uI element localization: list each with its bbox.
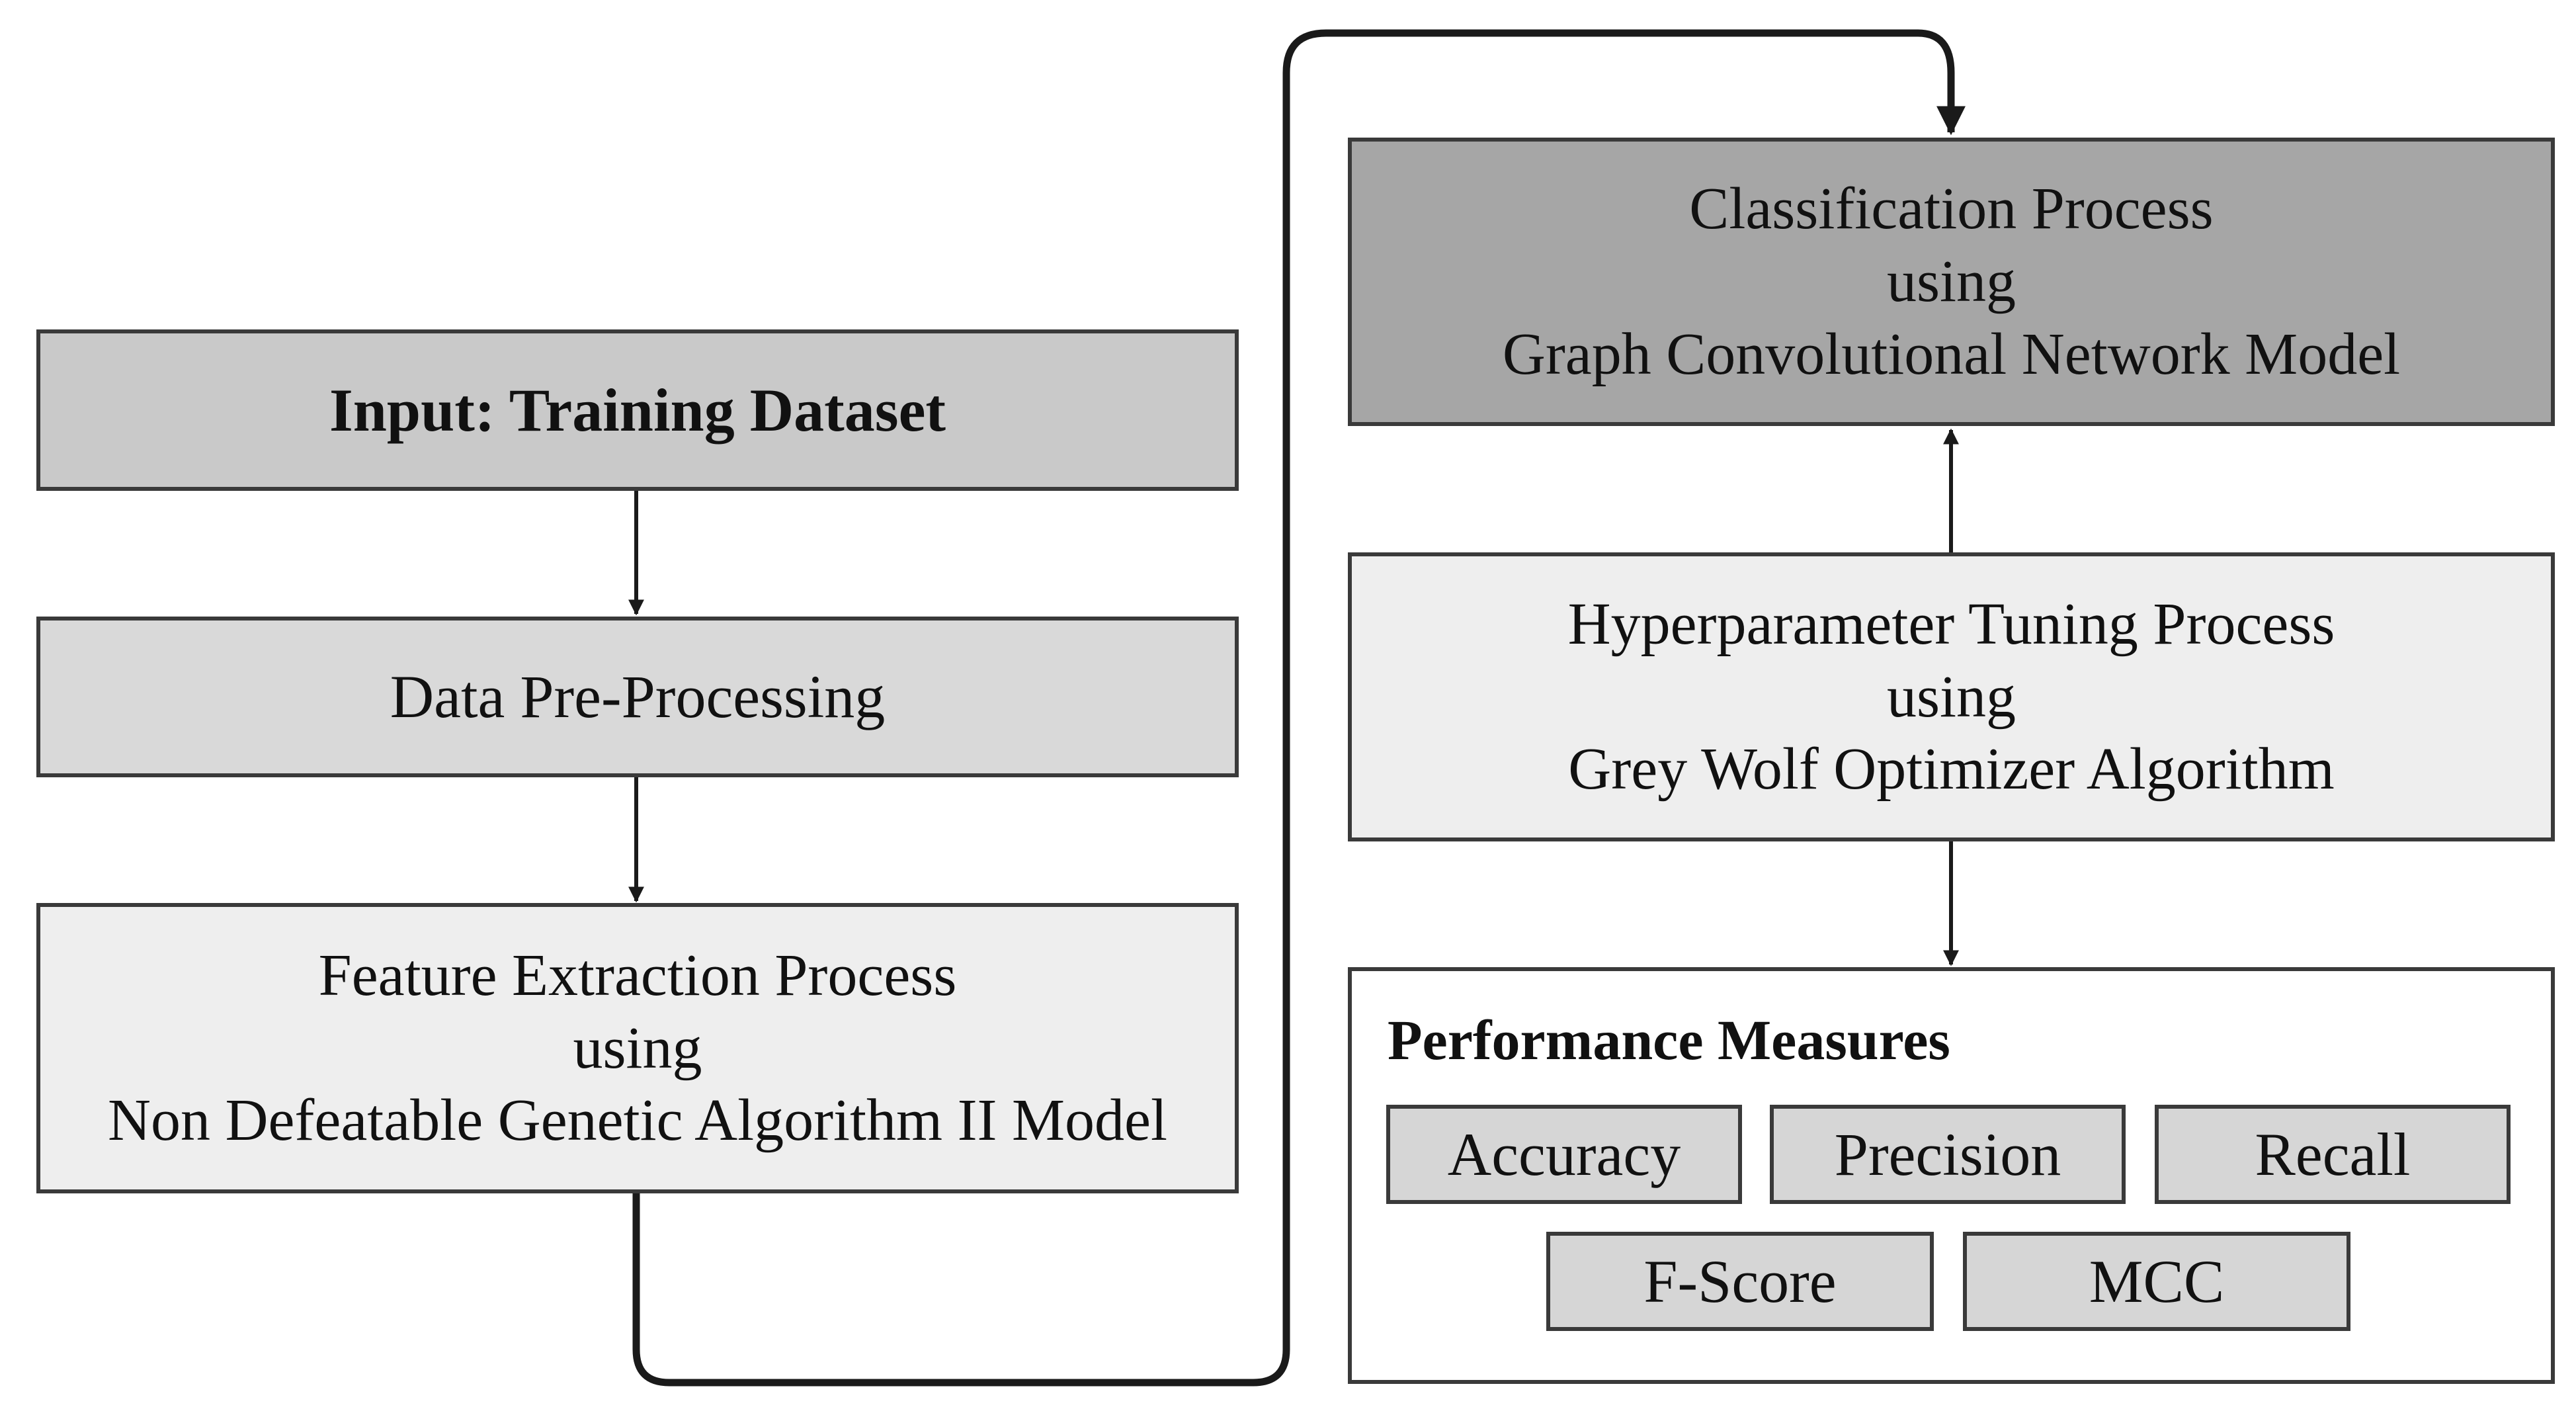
- hyperparameter-line-1: Hyperparameter Tuning Process: [1567, 591, 2335, 657]
- classification-process-box: Classification Process using Graph Convo…: [1348, 138, 2555, 426]
- input-training-dataset-box: Input: Training Dataset: [36, 329, 1239, 491]
- hyperparameter-tuning-box: Hyperparameter Tuning Process using Grey…: [1348, 552, 2555, 841]
- hyperparameter-line-2: using: [1886, 664, 2016, 730]
- data-preprocessing-label: Data Pre-Processing: [390, 663, 886, 731]
- classification-line-2: using: [1886, 249, 2016, 315]
- feature-extraction-line-2: using: [573, 1015, 702, 1081]
- classification-line-3: Graph Convolutional Network Model: [1502, 321, 2401, 387]
- performance-measures-title: Performance Measures: [1388, 1008, 1950, 1072]
- metric-recall: Recall: [2155, 1105, 2511, 1204]
- classification-line-1: Classification Process: [1689, 176, 2214, 242]
- metric-f-score: F-Score: [1546, 1232, 1934, 1331]
- arrow-feature-to-classification: [632, 29, 1966, 1387]
- input-training-dataset-label: Input: Training Dataset: [329, 376, 946, 444]
- feature-extraction-line-1: Feature Extraction Process: [318, 942, 957, 1008]
- metric-accuracy: Accuracy: [1386, 1105, 1742, 1204]
- metric-precision: Precision: [1770, 1105, 2126, 1204]
- feature-extraction-box: Feature Extraction Process using Non Def…: [36, 903, 1239, 1193]
- feature-extraction-line-3: Non Defeatable Genetic Algorithm II Mode…: [108, 1088, 1167, 1154]
- metric-mcc: MCC: [1963, 1232, 2350, 1331]
- hyperparameter-line-3: Grey Wolf Optimizer Algorithm: [1568, 736, 2335, 802]
- data-preprocessing-box: Data Pre-Processing: [36, 617, 1239, 777]
